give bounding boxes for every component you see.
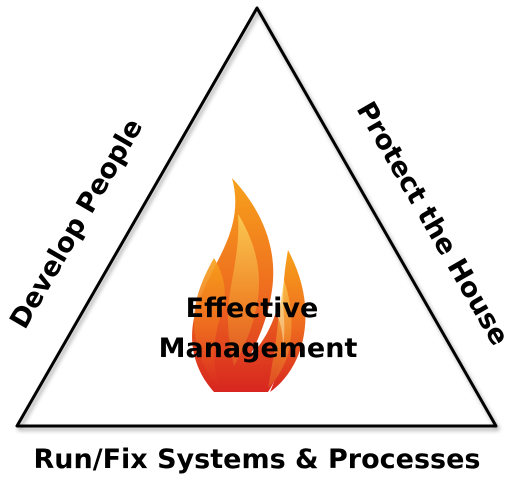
- bottom-label-run-fix-systems: Run/Fix Systems & Processes: [34, 444, 481, 475]
- side-label-protect-the-house: Protect the House: [350, 97, 508, 351]
- side-label-develop-people: Develop People: [4, 113, 149, 334]
- center-label-line2: Management: [159, 333, 358, 364]
- flame-icon: [192, 178, 306, 392]
- triangle-outline: [15, 6, 498, 428]
- center-label-line1: Effective: [186, 293, 319, 324]
